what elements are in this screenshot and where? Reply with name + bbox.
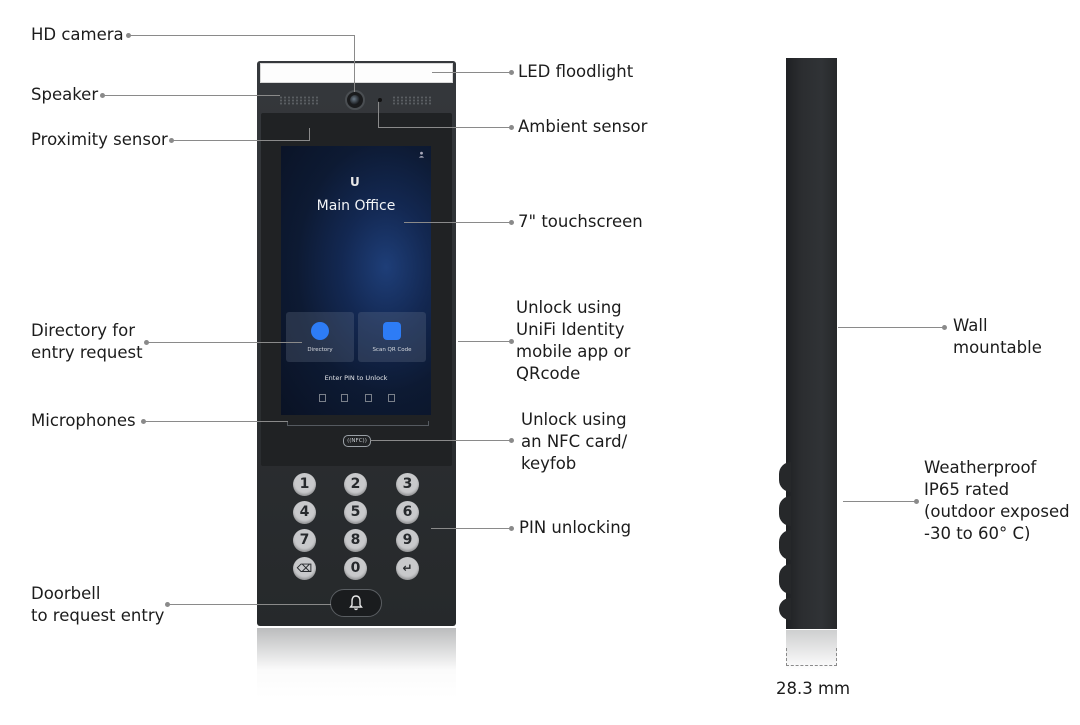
- device-reflection: [257, 628, 456, 698]
- user-icon: [418, 151, 425, 158]
- nfc-badge: ((NFC)): [343, 435, 371, 447]
- leader-line: [458, 341, 511, 342]
- side-key-bump: [779, 564, 791, 594]
- camera-lens: [350, 95, 360, 105]
- touchscreen[interactable]: U Main Office Directory Scan QR Code Ent…: [281, 146, 431, 415]
- leader-line: [102, 95, 280, 96]
- key-2[interactable]: 2: [344, 473, 367, 496]
- scan-qr-tile-label: Scan QR Code: [372, 347, 412, 353]
- label-hd-camera: HD camera: [31, 25, 124, 44]
- label-unlock-app: Unlock using UniFi Identity mobile app o…: [516, 298, 631, 383]
- bell-icon: [349, 595, 363, 611]
- label-speaker: Speaker: [31, 85, 99, 104]
- key-9[interactable]: 9: [396, 529, 419, 552]
- leader-line: [171, 140, 310, 141]
- leader-line: [843, 501, 916, 502]
- label-pin-unlocking: PIN unlocking: [519, 518, 632, 537]
- side-key-bump: [779, 462, 791, 492]
- key-5[interactable]: 5: [344, 501, 367, 524]
- leader-dot: [509, 526, 514, 531]
- label-directory: Directory for entry request: [31, 321, 143, 362]
- key-3[interactable]: 3: [396, 473, 419, 496]
- leader-dot: [509, 70, 514, 75]
- leader-line: [143, 421, 288, 422]
- key-4[interactable]: 4: [293, 501, 316, 524]
- qr-code-icon: [383, 322, 401, 340]
- side-reflection: [786, 630, 837, 670]
- backspace-key-icon[interactable]: ⌫: [293, 557, 316, 580]
- label-doorbell: Doorbell to request entry: [31, 584, 165, 625]
- leader-dot: [509, 220, 514, 225]
- leader-line: [404, 222, 511, 223]
- unifi-logo: U: [350, 175, 360, 189]
- screen-title: Main Office: [316, 198, 396, 214]
- label-proximity-sensor: Proximity sensor: [31, 130, 168, 149]
- leader-dot: [509, 438, 514, 443]
- leader-line: [128, 35, 355, 36]
- speaker-grille-left: [279, 96, 319, 105]
- leader-line: [370, 440, 511, 441]
- leader-line: [838, 327, 944, 328]
- keypad-icon[interactable]: [319, 394, 326, 402]
- side-key-bump: [779, 598, 791, 620]
- enter-key-icon[interactable]: ↵: [396, 557, 419, 580]
- leader-line: [378, 102, 379, 127]
- phone-icon[interactable]: [365, 394, 372, 402]
- label-weatherproof: Weatherproof IP65 rated (outdoor exposed…: [924, 458, 1070, 543]
- leader-dot: [509, 125, 514, 130]
- microphone-strip: [287, 421, 429, 426]
- intercom-device-side: [786, 58, 837, 629]
- scan-qr-tile[interactable]: Scan QR Code: [358, 312, 426, 362]
- key-7[interactable]: 7: [293, 529, 316, 552]
- label-touchscreen: 7" touchscreen: [518, 212, 643, 231]
- side-key-bump: [779, 530, 791, 560]
- leader-line: [167, 604, 331, 605]
- leader-dot: [914, 499, 919, 504]
- leader-dot: [509, 339, 514, 344]
- label-wall-mountable: Wall mountable: [953, 316, 1042, 357]
- label-microphones: Microphones: [31, 411, 136, 430]
- directory-tile-label: Directory: [307, 347, 333, 353]
- directory-tile[interactable]: Directory: [286, 312, 354, 362]
- doorbell-button[interactable]: [330, 589, 382, 617]
- key-1[interactable]: 1: [293, 473, 316, 496]
- leader-line: [378, 127, 511, 128]
- thickness-dimension: [786, 648, 837, 666]
- label-unlock-nfc: Unlock using an NFC card/ keyfob: [521, 410, 628, 473]
- leader-dot: [942, 325, 947, 330]
- leader-line: [146, 342, 302, 343]
- side-key-bump: [779, 496, 791, 526]
- directory-icon: [311, 322, 329, 340]
- key-6[interactable]: 6: [396, 501, 419, 524]
- key-8[interactable]: 8: [344, 529, 367, 552]
- label-thickness: 28.3 mm: [776, 679, 851, 698]
- leader-line: [354, 35, 355, 92]
- ambient-sensor-dot: [378, 98, 382, 102]
- led-floodlight-strip: [260, 63, 453, 83]
- leader-line: [431, 528, 511, 529]
- mail-icon[interactable]: [341, 394, 348, 402]
- label-led-floodlight: LED floodlight: [518, 62, 634, 81]
- leader-line: [432, 72, 511, 73]
- speaker-grille-right: [392, 96, 432, 105]
- label-ambient-sensor: Ambient sensor: [518, 117, 648, 136]
- key-0[interactable]: 0: [344, 557, 367, 580]
- pin-prompt: Enter PIN to Unlock: [324, 374, 388, 382]
- door-icon[interactable]: [388, 394, 395, 402]
- leader-line: [309, 128, 310, 140]
